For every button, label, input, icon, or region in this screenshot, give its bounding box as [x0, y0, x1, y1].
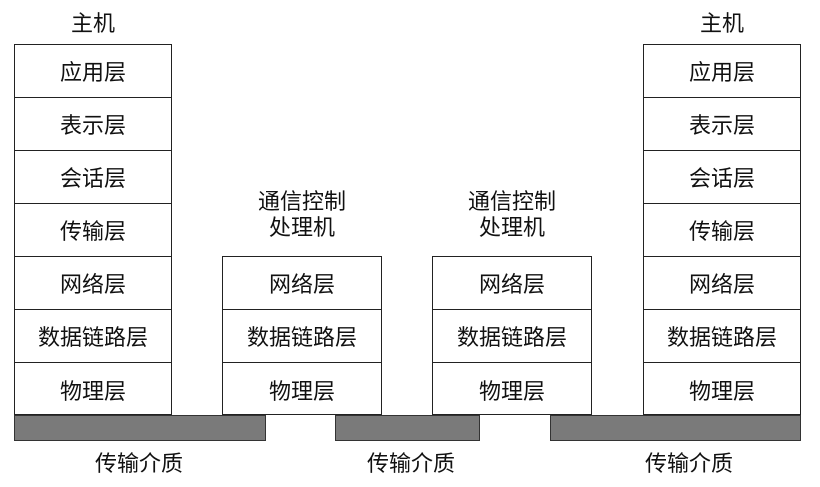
left-host-presentation-layer: 表示层 [15, 98, 171, 151]
right-host-title: 主机 [699, 12, 744, 37]
processor-1-network-layer: 网络层 [223, 257, 381, 310]
right-host-presentation-layer: 表示层 [644, 98, 800, 151]
right-host-network-layer: 网络层 [644, 257, 800, 310]
processor-2-physical-layer: 物理层 [478, 379, 545, 405]
left-host-transport-layer: 传输层 [15, 204, 171, 257]
left-host-network-layer: 网络层 [15, 257, 171, 310]
right-host-datalink-layer: 数据链路层 [644, 310, 800, 363]
left-host-title: 主机 [70, 12, 115, 37]
transmission-medium-1 [14, 415, 266, 441]
left-host-physical-layer: 物理层 [59, 379, 126, 405]
right-host-transport-layer: 传输层 [644, 204, 800, 257]
processor-2-network-layer: 网络层 [433, 257, 591, 310]
right-host-session-layer: 会话层 [644, 151, 800, 204]
left-host-session-layer: 会话层 [15, 151, 171, 204]
transmission-medium-1-label: 传输介质 [94, 452, 183, 477]
processor-2-title: 通信控制 处理机 [432, 190, 592, 242]
processor-1-title-line1: 通信控制 [257, 190, 346, 215]
processor-1-stack: 网络层 数据链路层 物理层 [222, 256, 382, 415]
transmission-medium-3-label: 传输介质 [644, 452, 733, 477]
processor-2-stack: 网络层 数据链路层 物理层 [432, 256, 592, 415]
processor-2-title-line2: 处理机 [478, 216, 545, 241]
right-host-stack: 应用层 表示层 会话层 传输层 网络层 数据链路层 物理层 [643, 44, 801, 415]
left-host-stack: 应用层 表示层 会话层 传输层 网络层 数据链路层 物理层 [14, 44, 172, 415]
processor-1-title-line2: 处理机 [268, 216, 335, 241]
processor-1-datalink-layer: 数据链路层 [223, 310, 381, 363]
transmission-medium-2-label: 传输介质 [366, 452, 455, 477]
left-host-datalink-layer: 数据链路层 [15, 310, 171, 363]
processor-1-physical-layer: 物理层 [268, 379, 335, 405]
right-host-application-layer: 应用层 [644, 45, 800, 98]
transmission-medium-2 [335, 415, 480, 441]
processor-1-title: 通信控制 处理机 [222, 190, 382, 242]
right-host-physical-layer: 物理层 [688, 379, 755, 405]
processor-2-datalink-layer: 数据链路层 [433, 310, 591, 363]
processor-2-title-line1: 通信控制 [467, 190, 556, 215]
left-host-application-layer: 应用层 [15, 45, 171, 98]
transmission-medium-3 [550, 415, 801, 441]
